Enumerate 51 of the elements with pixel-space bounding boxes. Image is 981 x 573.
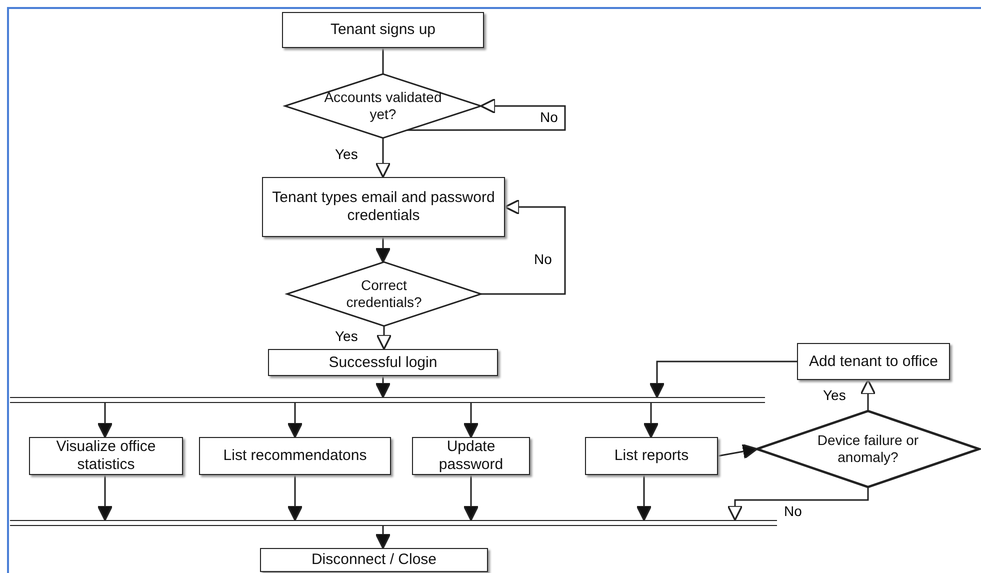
arrow [463, 475, 479, 521]
node-text: Successful login [328, 354, 438, 372]
node-text: Visualize office statistics [55, 438, 157, 474]
process-box [260, 548, 488, 572]
arrow [727, 487, 869, 521]
edge-label: Yes [821, 388, 848, 404]
arrow [649, 360, 797, 398]
process-box [268, 349, 498, 376]
arrow [375, 237, 391, 263]
node-text: Device failure or anomaly? [816, 432, 920, 466]
node-text: List reports [614, 447, 689, 465]
arrow [860, 379, 876, 411]
process-box [412, 437, 530, 475]
edge-label: No [782, 504, 804, 520]
node-text: Disconnect / Close [311, 551, 437, 569]
decision-diamond [285, 74, 481, 138]
arrow [287, 475, 303, 521]
node-text: Correct credentials? [345, 277, 423, 311]
sync-bar [10, 397, 765, 403]
edge-label: No [532, 252, 554, 268]
arrow [287, 403, 303, 438]
edge-label: No [538, 110, 560, 126]
arrow [375, 526, 391, 549]
arrow [407, 98, 566, 131]
arrow [481, 199, 566, 295]
node-text: List recommendatons [223, 447, 367, 465]
node-text: Accounts validated yet? [323, 89, 443, 123]
arrow [376, 326, 392, 350]
arrow [375, 376, 391, 398]
decision-diamond [287, 262, 481, 326]
node-text: Update password [438, 438, 504, 474]
arrow [97, 475, 113, 521]
decision-diamond [757, 411, 979, 487]
arrow [636, 475, 652, 521]
arrow [463, 403, 479, 438]
node-text: Tenant types email and password credentials [271, 189, 496, 225]
arrow [718, 444, 758, 460]
arrow [375, 138, 391, 178]
node-text: Tenant signs up [330, 21, 436, 39]
arrow [97, 403, 113, 438]
process-box [282, 12, 484, 48]
arrow [643, 403, 659, 438]
process-box [199, 437, 391, 475]
process-box [797, 343, 950, 380]
sync-bar [10, 520, 777, 526]
process-box [262, 177, 505, 237]
edge-label: Yes [333, 329, 360, 344]
edge-label: Yes [333, 147, 360, 162]
process-box [585, 437, 718, 475]
node-text: Add tenant to office [809, 352, 938, 370]
process-box [29, 437, 183, 475]
